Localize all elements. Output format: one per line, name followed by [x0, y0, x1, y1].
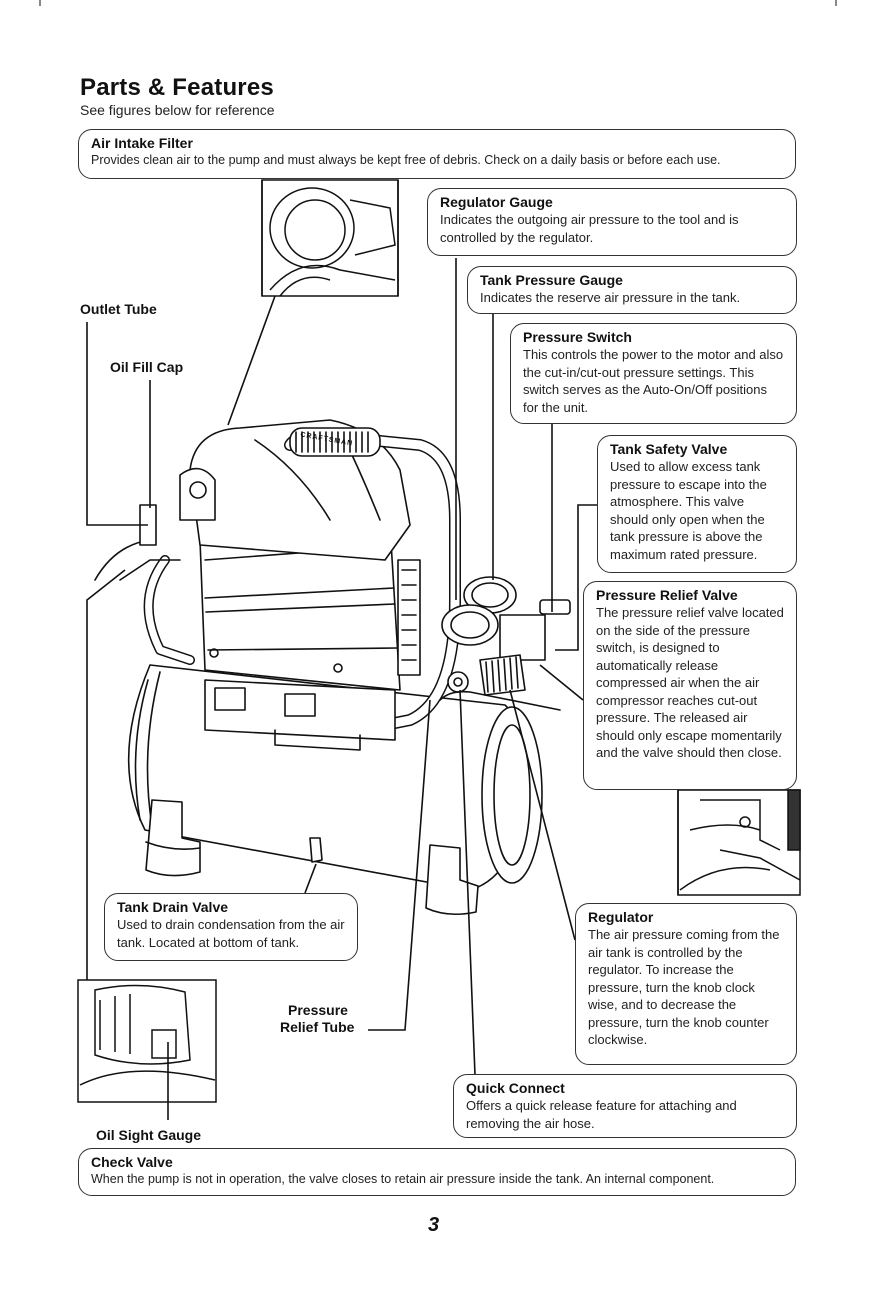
- leader-quick-connect: [459, 689, 476, 1076]
- label-pressure-relief-tube-line2: Relief Tube: [280, 1019, 355, 1035]
- label-oil-fill-cap: Oil Fill Cap: [110, 359, 184, 375]
- leader-oil-sight-to-pump: [86, 569, 126, 980]
- tank-safety-valve-heading: Tank Safety Valve: [610, 441, 728, 457]
- label-pressure-relief-tube-line1: Pressure: [288, 1002, 348, 1018]
- inset-pressure-relief-valve: [677, 789, 801, 896]
- tank-safety-valve-desc: Used to allow excess tank pressure to es…: [610, 459, 767, 562]
- quick-connect-desc: Offers a quick release feature for attac…: [466, 1098, 737, 1131]
- leader-outlet-tube: [86, 322, 148, 526]
- callout-regulator: Regulator The air pressure coming from t…: [575, 903, 797, 1065]
- callout-tank-safety-valve: Tank Safety Valve Used to allow excess t…: [597, 435, 797, 573]
- callout-tank-drain-valve: Tank Drain Valve Used to drain condensat…: [104, 893, 358, 961]
- tank-pressure-gauge-desc: Indicates the reserve air pressure in th…: [480, 290, 741, 305]
- tank-end-cap: [481, 706, 543, 884]
- tank-foot-right: [425, 844, 479, 916]
- callout-regulator-gauge: Regulator Gauge Indicates the outgoing a…: [427, 188, 797, 256]
- leader-pressure-relief-valve: [539, 664, 584, 701]
- leader-regulator: [509, 689, 576, 941]
- callout-quick-connect: Quick Connect Offers a quick release fea…: [453, 1074, 797, 1138]
- leader-air-intake-filter: [261, 180, 399, 296]
- page-subtitle: See figures below for reference: [80, 102, 275, 118]
- quick-connect-heading: Quick Connect: [466, 1080, 565, 1096]
- callout-tank-pressure-gauge: Tank Pressure Gauge Indicates the reserv…: [467, 266, 797, 314]
- leader-inset-filter-to-pump: [227, 295, 276, 426]
- check-valve-desc: When the pump is not in operation, the v…: [91, 1172, 715, 1186]
- callout-air-intake-filter: Air Intake Filter Provides clean air to …: [78, 129, 796, 179]
- leader-tank-safety-valve: [555, 504, 597, 651]
- callout-check-valve: Check Valve When the pump is not in oper…: [78, 1148, 796, 1196]
- tank-drain-valve-desc: Used to drain condensation from the air …: [117, 917, 345, 950]
- check-valve-heading: Check Valve: [91, 1154, 173, 1170]
- tank-drain-valve-heading: Tank Drain Valve: [117, 899, 229, 915]
- inset-oil-sight-gauge: [77, 979, 217, 1103]
- callout-pressure-relief-valve: Pressure Relief Valve The pressure relie…: [583, 581, 797, 790]
- regulator-gauge-desc: Indicates the outgoing air pressure to t…: [440, 212, 739, 245]
- quick-connect-drawing: [447, 671, 469, 693]
- regulator-knob: [479, 654, 526, 696]
- air-intake-filter-heading: Air Intake Filter: [91, 135, 193, 151]
- air-intake-filter-desc: Provides clean air to the pump and must …: [91, 153, 721, 167]
- tank-pressure-gauge-heading: Tank Pressure Gauge: [480, 272, 623, 288]
- regulator-gauge-drawing: [441, 604, 499, 646]
- pressure-relief-valve-heading: Pressure Relief Valve: [596, 587, 738, 603]
- label-oil-sight-gauge: Oil Sight Gauge: [96, 1127, 202, 1143]
- tank-foot-left: [145, 799, 201, 877]
- leader-tank-drain-valve: [304, 863, 317, 894]
- callout-pressure-switch: Pressure Switch This controls the power …: [510, 323, 797, 424]
- label-outlet-tube: Outlet Tube: [80, 301, 157, 317]
- inset-air-intake-filter: [261, 179, 399, 297]
- pressure-relief-valve-desc: The pressure relief valve located on the…: [596, 605, 784, 760]
- regulator-heading: Regulator: [588, 909, 654, 925]
- pressure-switch-desc: This controls the power to the motor and…: [523, 347, 784, 415]
- regulator-gauge-heading: Regulator Gauge: [440, 194, 553, 210]
- pressure-switch-heading: Pressure Switch: [523, 329, 632, 345]
- leader-pressure-relief-tube: [368, 699, 431, 1031]
- page-number: 3: [428, 1214, 440, 1236]
- page-title: Parts & Features: [80, 74, 274, 101]
- regulator-desc: The air pressure coming from the air tan…: [588, 927, 780, 1047]
